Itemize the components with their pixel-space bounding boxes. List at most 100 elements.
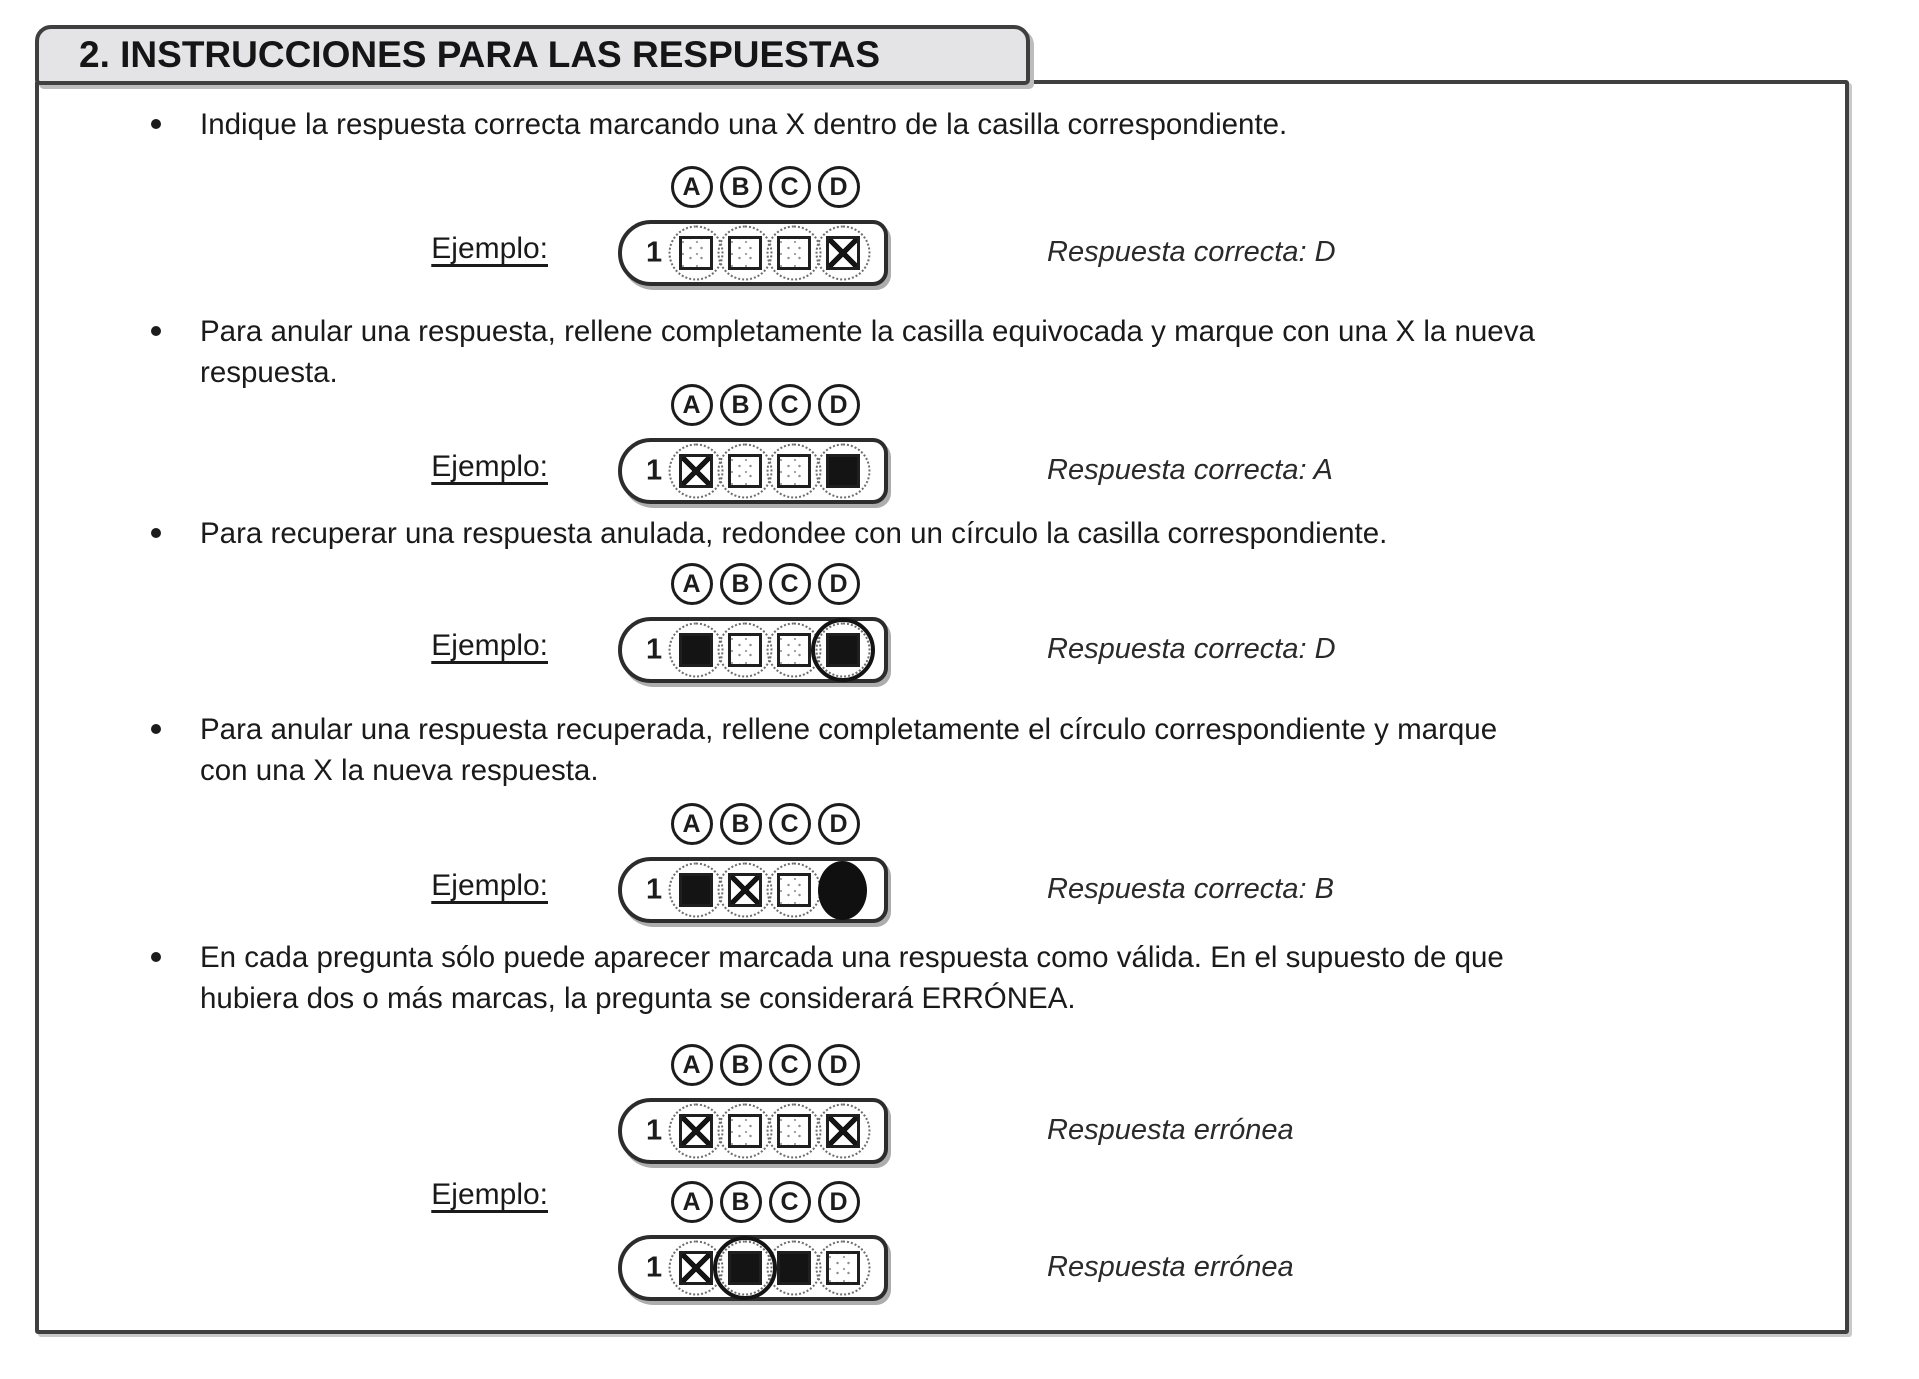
answer-letters-row: A B C D: [667, 563, 863, 605]
answer-box: [727, 236, 762, 270]
answer-letters-row: A B C D: [667, 166, 863, 208]
answer-box: [825, 454, 860, 488]
answer-cell-b: [720, 443, 769, 500]
answer-letter-b: B: [719, 563, 762, 605]
answer-row: 1: [618, 1235, 888, 1301]
answer-row: 1: [618, 1098, 888, 1164]
answer-letter-d: D: [817, 1181, 860, 1223]
answer-box: [776, 454, 811, 488]
example-block-4: Ejemplo: A B C D 1 Respuesta correcta: B: [0, 803, 1919, 933]
result-text: Respuesta errónea: [1047, 1114, 1294, 1146]
answer-box: [678, 1114, 713, 1148]
answer-letter-a: A: [670, 1181, 713, 1223]
answer-cell-a: [671, 622, 720, 679]
answer-cells: [671, 621, 867, 679]
answer-letter-c: C: [768, 1181, 811, 1223]
answer-cell-d: [818, 860, 867, 920]
answer-letter-b: B: [719, 384, 762, 426]
example-block-3: Ejemplo: A B C D 1 Respuesta correcta: D: [0, 563, 1919, 693]
letter-cell: B: [716, 803, 765, 845]
answer-cells: [671, 442, 867, 500]
letter-cell: D: [814, 1181, 863, 1223]
question-number: 1: [646, 1251, 663, 1284]
answer-letters-row: A B C D: [667, 1044, 863, 1086]
answer-box: [727, 454, 762, 488]
answer-box: [678, 1251, 713, 1285]
result-text: Respuesta correcta: D: [1047, 633, 1336, 665]
letter-cell: A: [667, 803, 716, 845]
answer-box: [678, 873, 713, 907]
answer-cell-b: [720, 1240, 769, 1297]
bullet-recover-answer: Para recuperar una respuesta anulada, re…: [148, 513, 1760, 554]
example-block-5: A B C D 1 Respuesta errónea: [0, 1044, 1919, 1174]
answer-letter-a: A: [670, 384, 713, 426]
letter-cell: A: [667, 563, 716, 605]
answer-cell-c: [769, 862, 818, 919]
answer-cell-a: [671, 1103, 720, 1160]
question-number: 1: [646, 1114, 663, 1147]
answer-box: [776, 873, 811, 907]
letter-cell: A: [667, 384, 716, 426]
letter-cell: D: [814, 166, 863, 208]
answer-box: [727, 873, 762, 907]
answer-box: [727, 633, 762, 667]
example-label: Ejemplo:: [431, 629, 548, 662]
answer-box: [678, 633, 713, 667]
letter-cell: D: [814, 803, 863, 845]
answer-cells: [671, 1239, 867, 1297]
answer-cell-c: [769, 622, 818, 679]
answer-row: 1: [618, 857, 888, 923]
answer-letter-c: C: [768, 384, 811, 426]
bullet-mark-correct: Indique la respuesta correcta marcando u…: [148, 104, 1760, 145]
answer-letter-b: B: [719, 1181, 762, 1223]
answer-letters-row: A B C D: [667, 1181, 863, 1223]
answer-cell-b: [720, 225, 769, 282]
letter-cell: C: [765, 1044, 814, 1086]
answer-cell-d: [818, 1240, 867, 1297]
answer-cells: [671, 224, 867, 282]
answer-row: 1: [618, 220, 888, 286]
letter-cell: D: [814, 384, 863, 426]
answer-letter-b: B: [719, 1044, 762, 1086]
example-label: Ejemplo:: [431, 869, 548, 902]
answer-letter-d: D: [817, 384, 860, 426]
answer-box: [678, 454, 713, 488]
bullet-cancel-answer: Para anular una respuesta, rellene compl…: [148, 311, 1600, 393]
letter-cell: C: [765, 1181, 814, 1223]
example-label: Ejemplo:: [431, 450, 548, 483]
example-label: Ejemplo:: [431, 1178, 548, 1211]
answer-cell-c: [769, 443, 818, 500]
question-number: 1: [646, 873, 663, 906]
answer-cell-a: [671, 443, 720, 500]
letter-cell: D: [814, 563, 863, 605]
answer-cell-a: [671, 862, 720, 919]
answer-box: [825, 236, 860, 270]
question-number: 1: [646, 633, 663, 666]
page-title: 2. INSTRUCCIONES PARA LAS RESPUESTAS: [79, 34, 881, 75]
answer-cell-b: [720, 1103, 769, 1160]
example-label: Ejemplo:: [431, 232, 548, 265]
answer-letter-b: B: [719, 166, 762, 208]
answer-letter-c: C: [768, 1044, 811, 1086]
letter-cell: B: [716, 166, 765, 208]
answer-cell-c: [769, 225, 818, 282]
answer-letter-b: B: [719, 803, 762, 845]
answer-letter-d: D: [817, 563, 860, 605]
bullet-cancel-recovered: Para anular una respuesta recuperada, re…: [148, 709, 1545, 791]
answer-box: [727, 1251, 762, 1285]
answer-letter-a: A: [670, 166, 713, 208]
answer-cells: [671, 1102, 867, 1160]
answer-cell-b: [720, 862, 769, 919]
answer-box: [825, 1114, 860, 1148]
letter-cell: C: [765, 563, 814, 605]
answer-letters-row: A B C D: [667, 803, 863, 845]
letter-cell: C: [765, 384, 814, 426]
letter-cell: A: [667, 1181, 716, 1223]
answer-cells: [671, 860, 867, 920]
letter-cell: B: [716, 1044, 765, 1086]
bullet-single-mark-rule: En cada pregunta sólo puede aparecer mar…: [148, 937, 1575, 1019]
result-text: Respuesta errónea: [1047, 1251, 1294, 1283]
answer-letter-c: C: [768, 563, 811, 605]
letter-cell: B: [716, 384, 765, 426]
